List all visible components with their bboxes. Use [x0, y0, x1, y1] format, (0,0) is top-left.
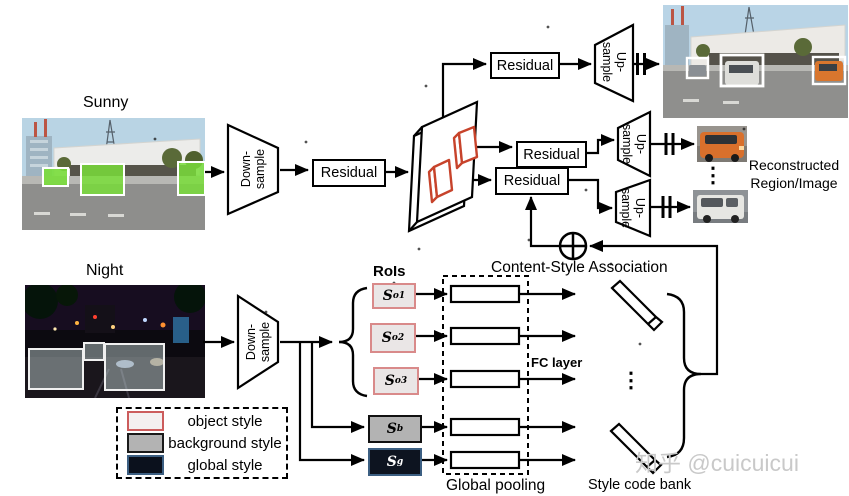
global-style-swatch [127, 455, 164, 475]
rois-left-brace [338, 286, 368, 398]
reconstructed-line2: Region/Image [750, 175, 838, 191]
residual-block-encoder: Residual [312, 159, 386, 187]
s-base: S [386, 421, 397, 437]
global-pooling-region [442, 275, 529, 475]
object-bbox [80, 163, 125, 196]
object-bbox [177, 161, 205, 196]
reconstructed-region-orange-car [697, 126, 747, 162]
rois-title: RoIs [373, 263, 406, 280]
upsample-line1: Up- [633, 197, 647, 219]
s-base: S [386, 454, 397, 470]
vertical-ellipsis-regions: ⋮ [702, 163, 724, 187]
background-style-swatch [127, 433, 164, 453]
residual-label: Residual [503, 173, 561, 189]
s-base: S [381, 330, 392, 346]
reconstructed-region-label: Reconstructed Region/Image [738, 156, 849, 192]
residual-block-middle: Residual [516, 141, 587, 168]
downsample-line1: Down- [244, 323, 258, 361]
legend-row-object: object style [118, 411, 286, 431]
upsample-line1: Up- [634, 133, 648, 155]
style-legend: object style background style global sty… [116, 407, 288, 479]
content-style-association-label: Content-Style Association [491, 259, 668, 276]
object-bbox [42, 167, 69, 187]
pooling-box [449, 326, 521, 346]
object-bbox [104, 343, 165, 391]
upsample-line2: sample [619, 187, 633, 229]
orange-car-graphic [697, 126, 747, 162]
reconstructed-region-white-car [693, 190, 748, 223]
object-bbox [83, 342, 105, 361]
reconstructed-photo-graphic [663, 5, 848, 118]
global-pooling-label: Global pooling [446, 477, 546, 494]
style-code-bank-label: Style code bank [588, 477, 692, 493]
s-base: S [384, 373, 395, 389]
white-car-graphic [693, 190, 748, 223]
pooling-box [449, 284, 521, 304]
upsample-line2: sample [620, 123, 634, 165]
object-style-swatch [127, 411, 164, 431]
residual-label: Residual [320, 165, 378, 181]
reconstructed-line1: Reconstructed [748, 157, 840, 173]
residual-label: Residual [523, 146, 580, 163]
style-injection-symbol-bottom [661, 196, 672, 218]
sunny-image-label: Sunny [83, 94, 129, 111]
content-style-association-operator [558, 231, 588, 261]
downsample-line1: Down- [239, 150, 253, 188]
reconstructed-image [663, 5, 848, 118]
pooling-box [449, 417, 521, 437]
roi-feature-box-lower [427, 158, 454, 204]
background-style-label: background style [168, 434, 282, 452]
upsample-bottom-label: Up- sample [615, 178, 651, 238]
roi-feature-box-upper [452, 125, 479, 170]
content-feature-map [407, 100, 479, 233]
style-injection-symbol-top [636, 53, 646, 75]
residual-block-lower: Residual [495, 167, 569, 195]
sunny-input-image [22, 118, 205, 230]
object-bbox [719, 53, 765, 88]
pooling-box [449, 450, 521, 470]
watermark-text: 知乎 @cuicuicui [635, 450, 799, 476]
downsample-top-label: Down- sample [235, 139, 271, 199]
fc-layer-label: FC layer [531, 355, 583, 370]
residual-block-top: Residual [490, 52, 560, 79]
upsample-middle-label: Up- sample [616, 114, 652, 174]
object-bbox [811, 55, 847, 86]
global-style-label: global style [187, 456, 263, 474]
downsample-line2: sample [258, 321, 272, 363]
style-code-bar-top [610, 279, 664, 332]
style-injection-symbol-middle [664, 133, 675, 155]
downsample-line2: sample [253, 148, 267, 190]
sunny-photo-graphic [22, 118, 205, 230]
night-input-image [25, 285, 205, 398]
pooling-box [449, 369, 521, 389]
residual-label: Residual [496, 57, 554, 74]
night-photo-graphic [25, 285, 205, 398]
upsample-line2: sample [600, 41, 614, 83]
object-bbox [28, 348, 84, 390]
vertical-ellipsis-style-codes: ⋮ [620, 368, 642, 392]
upsample-top-label: Up- sample [596, 32, 632, 92]
style-code-right-brace [666, 292, 702, 459]
upsample-line1: Up- [614, 51, 628, 73]
object-bbox [685, 56, 710, 80]
downsample-bottom-label: Down- sample [240, 312, 276, 372]
legend-row-global: global style [118, 455, 286, 475]
object-style-label: object style [187, 412, 263, 430]
night-image-label: Night [86, 262, 124, 279]
legend-row-background: background style [118, 433, 286, 453]
s-base: S [382, 288, 393, 304]
